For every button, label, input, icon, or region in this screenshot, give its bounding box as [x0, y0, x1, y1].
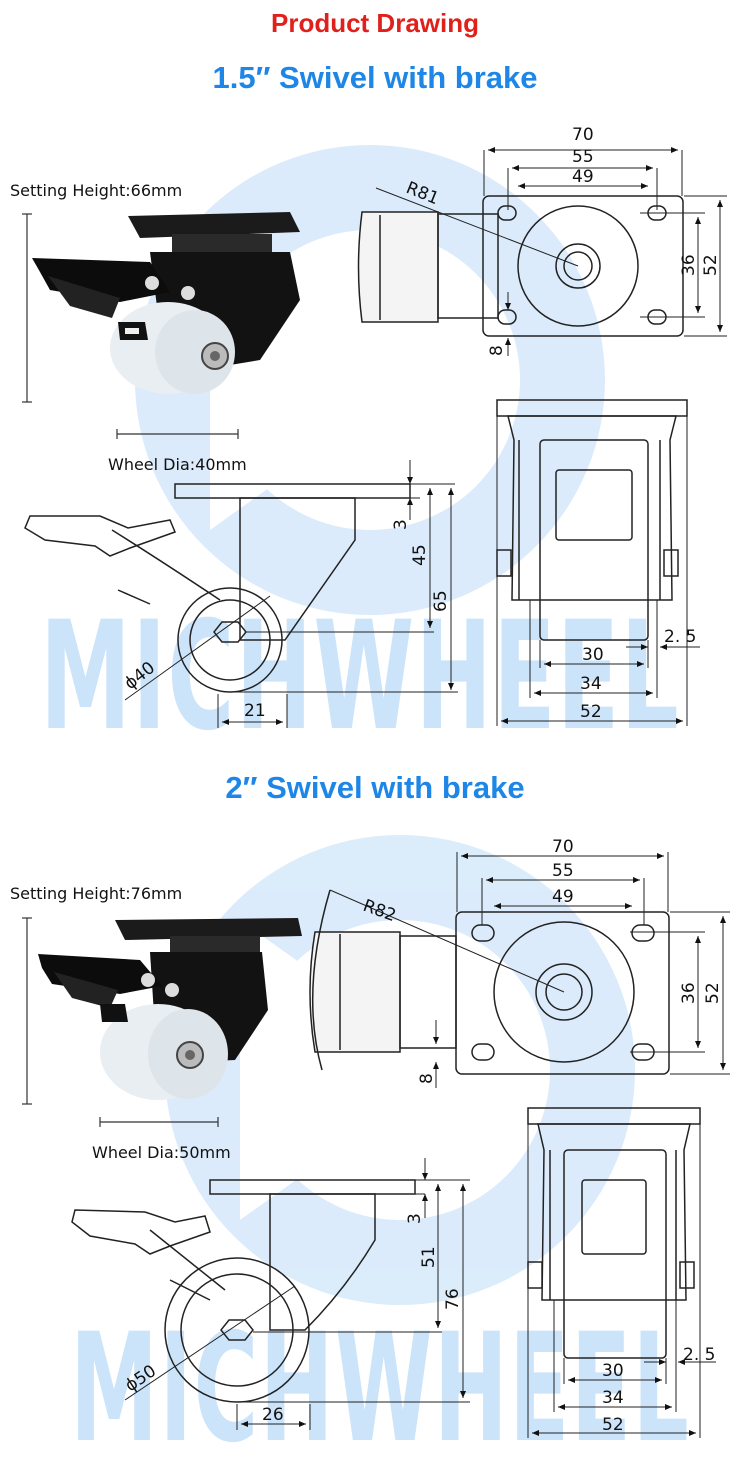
s2-top-dim-8: 8: [417, 1073, 437, 1084]
section-1-setting-height: Setting Height:66mm: [10, 181, 183, 200]
section-1-indicator-lines: [22, 213, 239, 439]
section-1-side-view-dims: [124, 460, 458, 728]
s1-front-dim-2-5: 2. 5: [664, 627, 696, 647]
watermark-text-1: MICHWHEEL: [40, 590, 680, 764]
s2-side-dim-51: 51: [419, 1246, 439, 1268]
s2-side-offset: 26: [262, 1405, 284, 1425]
s2-top-dim-36: 36: [679, 982, 699, 1004]
s2-top-dim-55: 55: [552, 861, 574, 881]
section-1-top-view: [357, 195, 684, 337]
section-2-wheel-dia: Wheel Dia:50mm: [92, 1143, 231, 1162]
section-1-top-view-dims: [375, 147, 727, 356]
s1-top-dim-8: 8: [487, 345, 507, 356]
s2-side-diameter: ϕ50: [122, 1361, 160, 1396]
s2-top-dim-70: 70: [552, 837, 574, 857]
page-title: Product Drawing: [270, 8, 479, 38]
s1-side-dim-65: 65: [431, 590, 451, 612]
s1-side-offset: 21: [244, 701, 266, 721]
section-2-top-view: [309, 889, 670, 1075]
section-2-side-view: [71, 1179, 416, 1403]
section-1-side-view: [24, 483, 411, 693]
s2-front-dim-2-5: 2. 5: [683, 1345, 715, 1365]
section-2-front-view-dims: [527, 1124, 716, 1438]
section-2-setting-height: Setting Height:76mm: [10, 884, 183, 903]
s1-front-dim-52: 52: [580, 702, 602, 722]
s1-top-dim-36: 36: [679, 254, 699, 276]
s2-front-dim-52: 52: [602, 1415, 624, 1435]
s2-side-dim-76: 76: [443, 1288, 463, 1310]
section-2-indicator-lines: [22, 917, 219, 1127]
section-2-caster-photo: [38, 918, 302, 1100]
section-2-side-view-dims: [124, 1158, 470, 1430]
section-1-wheel-dia: Wheel Dia:40mm: [108, 455, 247, 474]
s2-top-radius: R82: [360, 896, 398, 926]
section-2-top-view-dims: [329, 852, 730, 1088]
s2-front-dim-34: 34: [602, 1388, 624, 1408]
s1-front-dim-34: 34: [580, 674, 602, 694]
s1-front-dim-30: 30: [582, 645, 604, 665]
s2-front-dim-30: 30: [602, 1361, 624, 1381]
section-1-title: 1.5″ Swivel with brake: [212, 60, 538, 95]
s2-top-dim-49: 49: [552, 887, 574, 907]
section-2-title: 2″ Swivel with brake: [225, 770, 525, 805]
section-1-front-view: [496, 399, 688, 641]
s1-side-dim-3: 3: [391, 519, 411, 530]
s1-top-dim-55: 55: [572, 147, 594, 167]
section-1-front-view-dims: [496, 416, 700, 726]
s1-top-radius: R81: [403, 178, 442, 209]
s1-top-dim-49: 49: [572, 167, 594, 187]
s1-top-dim-52: 52: [701, 254, 721, 276]
s1-side-diameter: ϕ40: [121, 658, 159, 694]
s2-side-dim-3: 3: [405, 1213, 425, 1224]
s1-side-dim-45: 45: [410, 544, 430, 566]
s1-top-dim-70: 70: [572, 125, 594, 145]
s2-top-dim-52: 52: [703, 982, 723, 1004]
section-1-caster-photo: [32, 212, 300, 394]
watermark-text-2: MICHWHEEL: [70, 1302, 690, 1468]
section-2-front-view: [527, 1107, 701, 1359]
